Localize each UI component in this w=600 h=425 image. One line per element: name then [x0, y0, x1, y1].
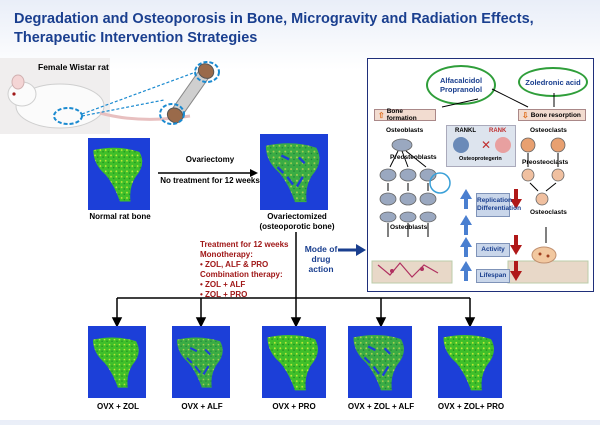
stage-replication-label: Replication Differentiation [477, 197, 509, 213]
stage-lifespan-label: Lifespan [477, 272, 509, 280]
procedure-title: Ovariectomy [170, 155, 250, 164]
treatment-heading: Treatment for 12 weeks [200, 240, 300, 250]
normal-bone-label: Normal rat bone [84, 212, 156, 221]
combination-item-2: • ZOL + PRO [200, 290, 300, 300]
group-label-ovx-zol: OVX + ZOL [82, 402, 154, 411]
rat-illustration [0, 58, 230, 134]
group-label-ovx-pro: OVX + PRO [258, 402, 330, 411]
rat-label: Female Wistar rat [38, 62, 109, 72]
monotherapy-heading: Monotherapy: [200, 250, 300, 260]
group-bone-ovx-zol [88, 326, 146, 398]
ovx-bone-label: Ovariectomized (osteoporotic bone) [252, 212, 342, 232]
group-bone-ovx-alf [172, 326, 230, 398]
normal-bone-image [88, 138, 150, 210]
group-bone-ovx-pro [262, 326, 326, 398]
combination-item-1: • ZOL + ALF [200, 280, 300, 290]
ovx-bone-image [260, 134, 328, 210]
mechanism-panel: Alfacalcidol Propranolol Zoledronic acid… [367, 58, 594, 292]
treatment-block: Treatment for 12 weeks Monotherapy: • ZO… [200, 240, 300, 300]
stage-activity-box: Activity [476, 243, 510, 257]
group-label-ovx-zol-pro: OVX + ZOL+ PRO [430, 402, 512, 411]
combination-heading: Combination therapy: [200, 270, 300, 280]
group-label-ovx-alf: OVX + ALF [166, 402, 238, 411]
stage-lifespan-box: Lifespan [476, 269, 510, 283]
page-title: Degradation and Osteoporosis in Bone, Mi… [14, 10, 594, 48]
group-bone-ovx-zol-alf [348, 326, 412, 398]
stage-activity-label: Activity [477, 246, 509, 254]
group-label-ovx-zol-alf: OVX + ZOL + ALF [340, 402, 422, 411]
group-bone-ovx-zol-pro [438, 326, 502, 398]
mode-of-action-label: Mode of drug action [300, 244, 342, 274]
stage-replication-box: Replication Differentiation [476, 193, 510, 217]
monotherapy-items: • ZOL, ALF & PRO [200, 260, 300, 270]
procedure-detail: No treatment for 12 weeks [160, 176, 260, 186]
title-line-1: Degradation and Osteoporosis in Bone, Mi… [14, 10, 594, 29]
title-line-2: Therapeutic Intervention Strategies [14, 29, 594, 48]
